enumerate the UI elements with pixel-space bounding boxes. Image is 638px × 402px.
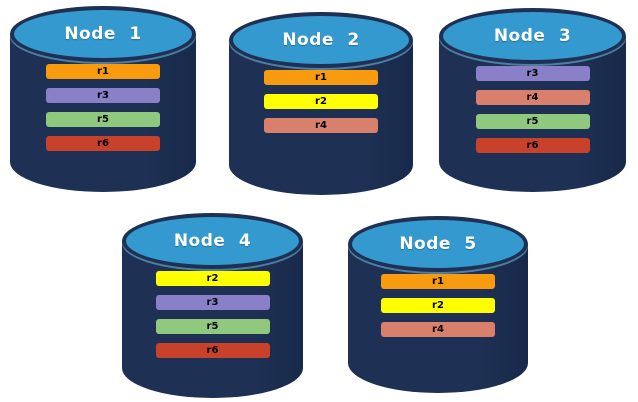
node-5-cylinder-top: Node 5 <box>348 216 528 272</box>
record-bar-r4: r4 <box>381 322 495 337</box>
record-bar-r5: r5 <box>46 112 160 127</box>
node-4-title: Node 4 <box>173 231 252 251</box>
record-bar-r1: r1 <box>264 70 378 85</box>
record-bar-r6: r6 <box>46 136 160 151</box>
node-5-records: r1 r2 r4 <box>348 274 528 337</box>
record-bar-r1: r1 <box>46 64 160 79</box>
record-bar-r2: r2 <box>264 94 378 109</box>
node-5: Node 5 r1 r2 r4 <box>348 216 528 393</box>
record-bar-r1: r1 <box>381 274 495 289</box>
node-2-records: r1 r2 r4 <box>229 70 413 133</box>
record-bar-r4: r4 <box>475 90 590 105</box>
node-5-title: Node 5 <box>399 234 477 254</box>
record-bar-r6: r6 <box>155 343 270 358</box>
node-4: Node 4 r2 r3 r5 r6 <box>122 213 303 398</box>
node-3: Node 3 r3 r4 r5 r6 <box>439 8 626 192</box>
record-bar-r2: r2 <box>381 298 495 313</box>
record-bar-r5: r5 <box>475 114 590 129</box>
node-3-title: Node 3 <box>493 26 572 46</box>
record-bar-r4: r4 <box>264 118 378 133</box>
node-1-records: r1 r3 r5 r6 <box>10 64 196 151</box>
node-1-title: Node 1 <box>64 24 142 44</box>
node-2: Node 2 r1 r2 r4 <box>229 12 413 195</box>
record-bar-r3: r3 <box>155 295 270 310</box>
node-3-records: r3 r4 r5 r6 <box>439 66 626 153</box>
record-bar-r5: r5 <box>155 319 270 334</box>
node-2-title: Node 2 <box>282 30 360 50</box>
node-1-cylinder-top: Node 1 <box>10 6 196 62</box>
node-4-cylinder-top: Node 4 <box>122 213 303 269</box>
record-bar-r2: r2 <box>155 271 270 286</box>
node-1: Node 1 r1 r3 r5 r6 <box>10 6 196 192</box>
node-2-cylinder-top: Node 2 <box>229 12 413 68</box>
node-4-records: r2 r3 r5 r6 <box>122 271 303 358</box>
record-bar-r6: r6 <box>475 138 590 153</box>
record-bar-r3: r3 <box>475 66 590 81</box>
record-bar-r3: r3 <box>46 88 160 103</box>
node-3-cylinder-top: Node 3 <box>439 8 626 64</box>
